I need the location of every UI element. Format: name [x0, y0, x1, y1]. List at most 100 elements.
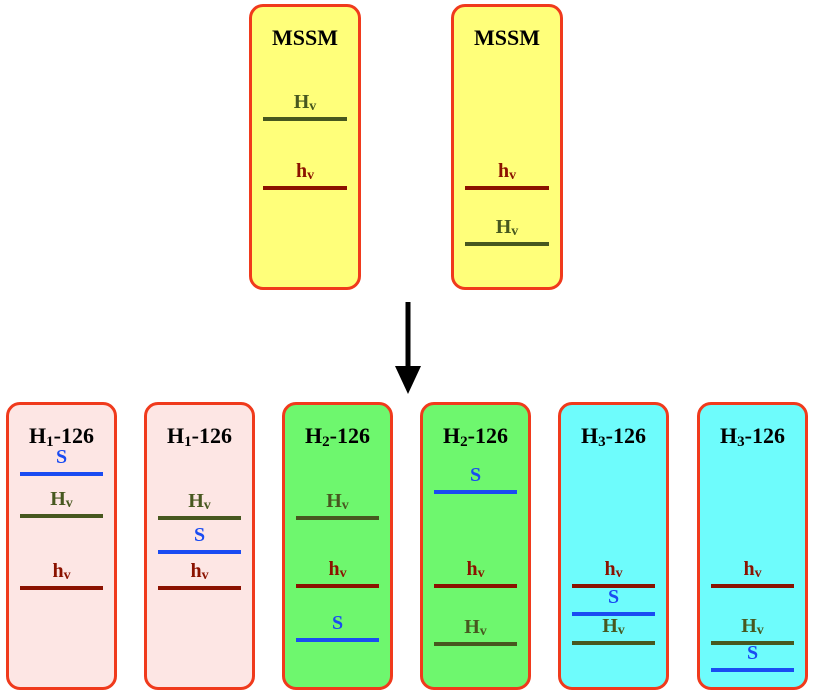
level-label-S: S: [423, 464, 528, 487]
panel-title: H1-126: [147, 423, 252, 451]
level-label-h: hv: [561, 558, 666, 582]
level-label-base: h: [328, 558, 340, 580]
level-label-subscript: v: [617, 623, 625, 638]
panel-title-suffix: -126: [329, 423, 370, 448]
level-line-h: [158, 586, 241, 590]
panel-title: H2-126: [285, 423, 390, 451]
level-line-H: [263, 117, 347, 121]
level-label-base: h: [604, 558, 616, 580]
level-line-H: [711, 641, 794, 645]
level-label-base: h: [743, 558, 755, 580]
panel-title-subscript: 3: [737, 434, 745, 450]
level-line-h: [465, 186, 549, 190]
level-line-H: [20, 514, 103, 518]
level-label-H: Hv: [423, 616, 528, 640]
level-label-S: S: [147, 524, 252, 547]
panel-title-suffix: -126: [605, 423, 646, 448]
level-label-h: hv: [285, 558, 390, 582]
level-label-subscript: v: [756, 623, 764, 638]
panel-title: MSSM: [454, 25, 560, 51]
level-label-base: H: [741, 615, 757, 637]
panel-title-base: H: [167, 423, 185, 448]
level-label-base: h: [190, 560, 202, 582]
level-line-h: [434, 584, 517, 588]
level-line-H: [434, 642, 517, 646]
level-label-S: S: [285, 612, 390, 635]
panel-mssm-a: MSSM Hv h v: [249, 4, 361, 290]
level-label-subscript: v: [203, 498, 211, 513]
panel-title-base: H: [29, 423, 47, 448]
level-label-H: Hv: [700, 615, 805, 639]
level-label-H: Hv: [147, 490, 252, 514]
level-label-base: S: [746, 642, 759, 664]
level-label-subscript: v: [509, 168, 517, 183]
panel-title: H3-126: [700, 423, 805, 451]
level-line-H: [296, 516, 379, 520]
level-label-H: Hv: [285, 490, 390, 514]
panel-title-base: MSSM: [272, 25, 338, 50]
level-label-base: H: [188, 490, 204, 512]
level-label-h: hv: [700, 558, 805, 582]
level-label-subscript: v: [511, 224, 519, 239]
level-label-subscript: v: [615, 566, 623, 581]
level-label-h: hv: [423, 558, 528, 582]
panel-title-base: H: [443, 423, 461, 448]
level-label-base: S: [193, 524, 206, 546]
level-label-subscript: v: [309, 99, 317, 114]
level-label-base: H: [602, 615, 618, 637]
level-label-base: H: [464, 616, 480, 638]
level-label-base: H: [50, 488, 66, 510]
panel-title: H1-126: [9, 423, 114, 451]
level-label-base: h: [52, 560, 64, 582]
panel-title: MSSM: [252, 25, 358, 51]
level-label-base: S: [607, 586, 620, 608]
level-label-base: S: [469, 464, 482, 486]
level-label-S: S: [9, 446, 114, 469]
level-line-S: [158, 550, 241, 554]
level-label-h: hv: [147, 560, 252, 584]
panel-title: H2-126: [423, 423, 528, 451]
panel-title-base: H: [305, 423, 323, 448]
level-label-subscript: v: [201, 568, 209, 583]
level-label-subscript: v: [65, 496, 73, 511]
level-label-S: S: [561, 586, 666, 609]
panel-title-subscript: 3: [598, 434, 606, 450]
level-line-h: [296, 584, 379, 588]
level-line-S: [572, 612, 655, 616]
level-line-S: [711, 668, 794, 672]
level-label-base: H: [293, 91, 310, 113]
level-label-subscript: v: [339, 566, 347, 581]
level-label-subscript: v: [754, 566, 762, 581]
level-label-base: h: [497, 160, 510, 182]
level-label-subscript: v: [63, 568, 71, 583]
panel-title-base: H: [581, 423, 599, 448]
level-line-H: [465, 242, 549, 246]
level-label-H: Hv: [9, 488, 114, 512]
level-label-H: Hv: [561, 615, 666, 639]
level-label-base: S: [331, 612, 344, 634]
panel-title-subscript: 2: [460, 434, 468, 450]
level-label-base: h: [295, 160, 308, 182]
level-line-S: [296, 638, 379, 642]
level-line-h: [711, 584, 794, 588]
panel-title-suffix: -126: [191, 423, 232, 448]
panel-title-suffix: -126: [744, 423, 785, 448]
level-label-subscript: v: [479, 624, 487, 639]
level-label-subscript: v: [341, 498, 349, 513]
level-label-base: H: [495, 216, 512, 238]
level-label-h: hv: [9, 560, 114, 584]
level-label-H: Hv: [252, 91, 358, 115]
level-line-S: [434, 490, 517, 494]
level-label-subscript: v: [477, 566, 485, 581]
panel-title: H3-126: [561, 423, 666, 451]
panel-title-base: H: [720, 423, 738, 448]
panel-title-subscript: 2: [322, 434, 330, 450]
panel-title-base: MSSM: [474, 25, 540, 50]
level-line-h: [20, 586, 103, 590]
